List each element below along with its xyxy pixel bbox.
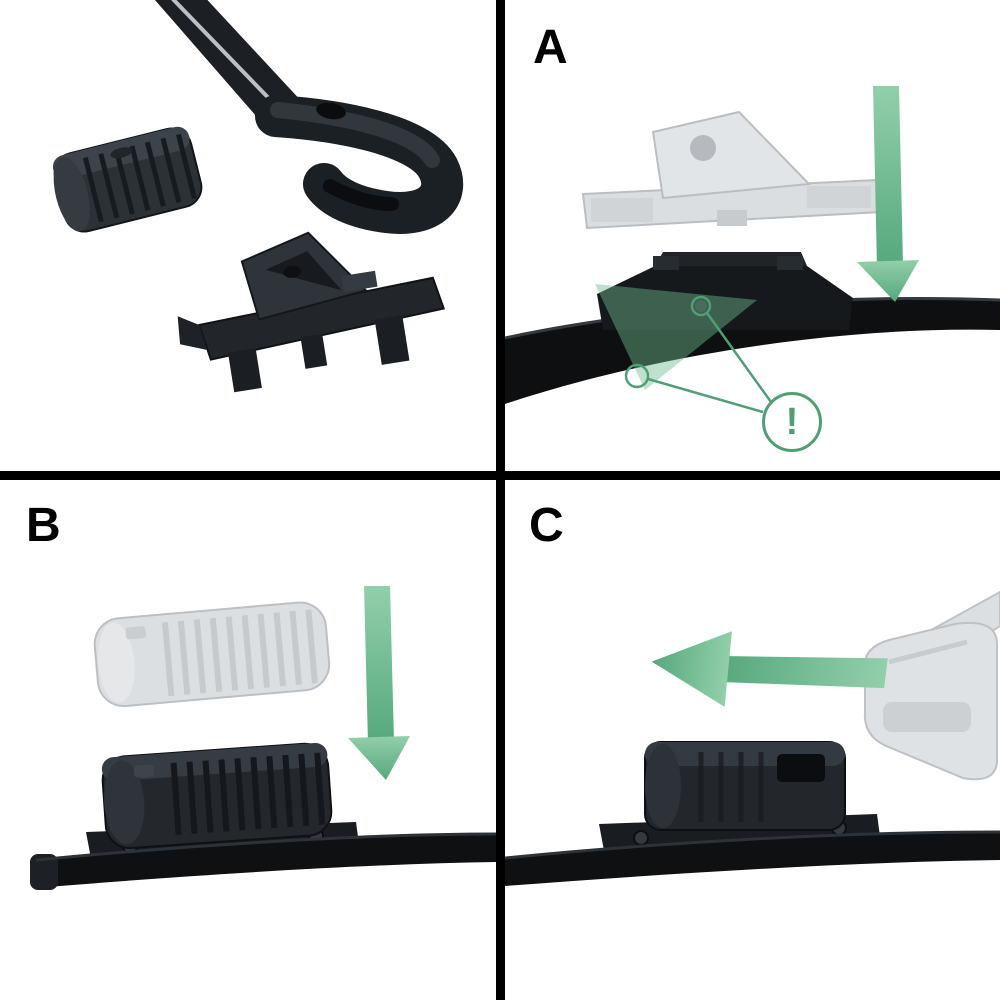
- divider-vertical: [496, 0, 505, 1000]
- wiper-arm-hook: [154, 0, 464, 234]
- ghost-cap: [93, 601, 331, 708]
- panel-step-b: B: [0, 480, 496, 1000]
- alert-exclamation: !: [785, 401, 799, 443]
- ghost-wiper-arm: [863, 590, 1000, 781]
- alert-badge: !: [762, 392, 822, 452]
- panel-step-c: C: [505, 480, 1000, 1000]
- panel-step-a: A: [505, 0, 1000, 471]
- step-a-illustration: [505, 86, 1000, 414]
- adapter-part: [177, 231, 446, 393]
- wiper-blade: [505, 252, 1000, 404]
- cap-part: [52, 126, 203, 233]
- arrow-left-icon: [651, 631, 888, 707]
- panel-parts-overview: [0, 0, 496, 471]
- step-label-a: A: [533, 21, 568, 74]
- highlight-zone: [595, 284, 757, 390]
- divider-horizontal: [0, 471, 1000, 480]
- arrow-down-icon: [857, 86, 919, 302]
- cap-installed: [101, 742, 333, 850]
- parts-illustration: [52, 0, 464, 393]
- ghost-adapter: [581, 110, 883, 230]
- callout-lines: [624, 295, 773, 414]
- arrow-down-icon: [348, 586, 410, 780]
- step-label-b: B: [26, 499, 61, 552]
- step-label-c: C: [529, 499, 564, 552]
- adapter-block: [644, 741, 846, 831]
- step-b-illustration: [30, 586, 496, 890]
- step-c-illustration: [505, 590, 1000, 886]
